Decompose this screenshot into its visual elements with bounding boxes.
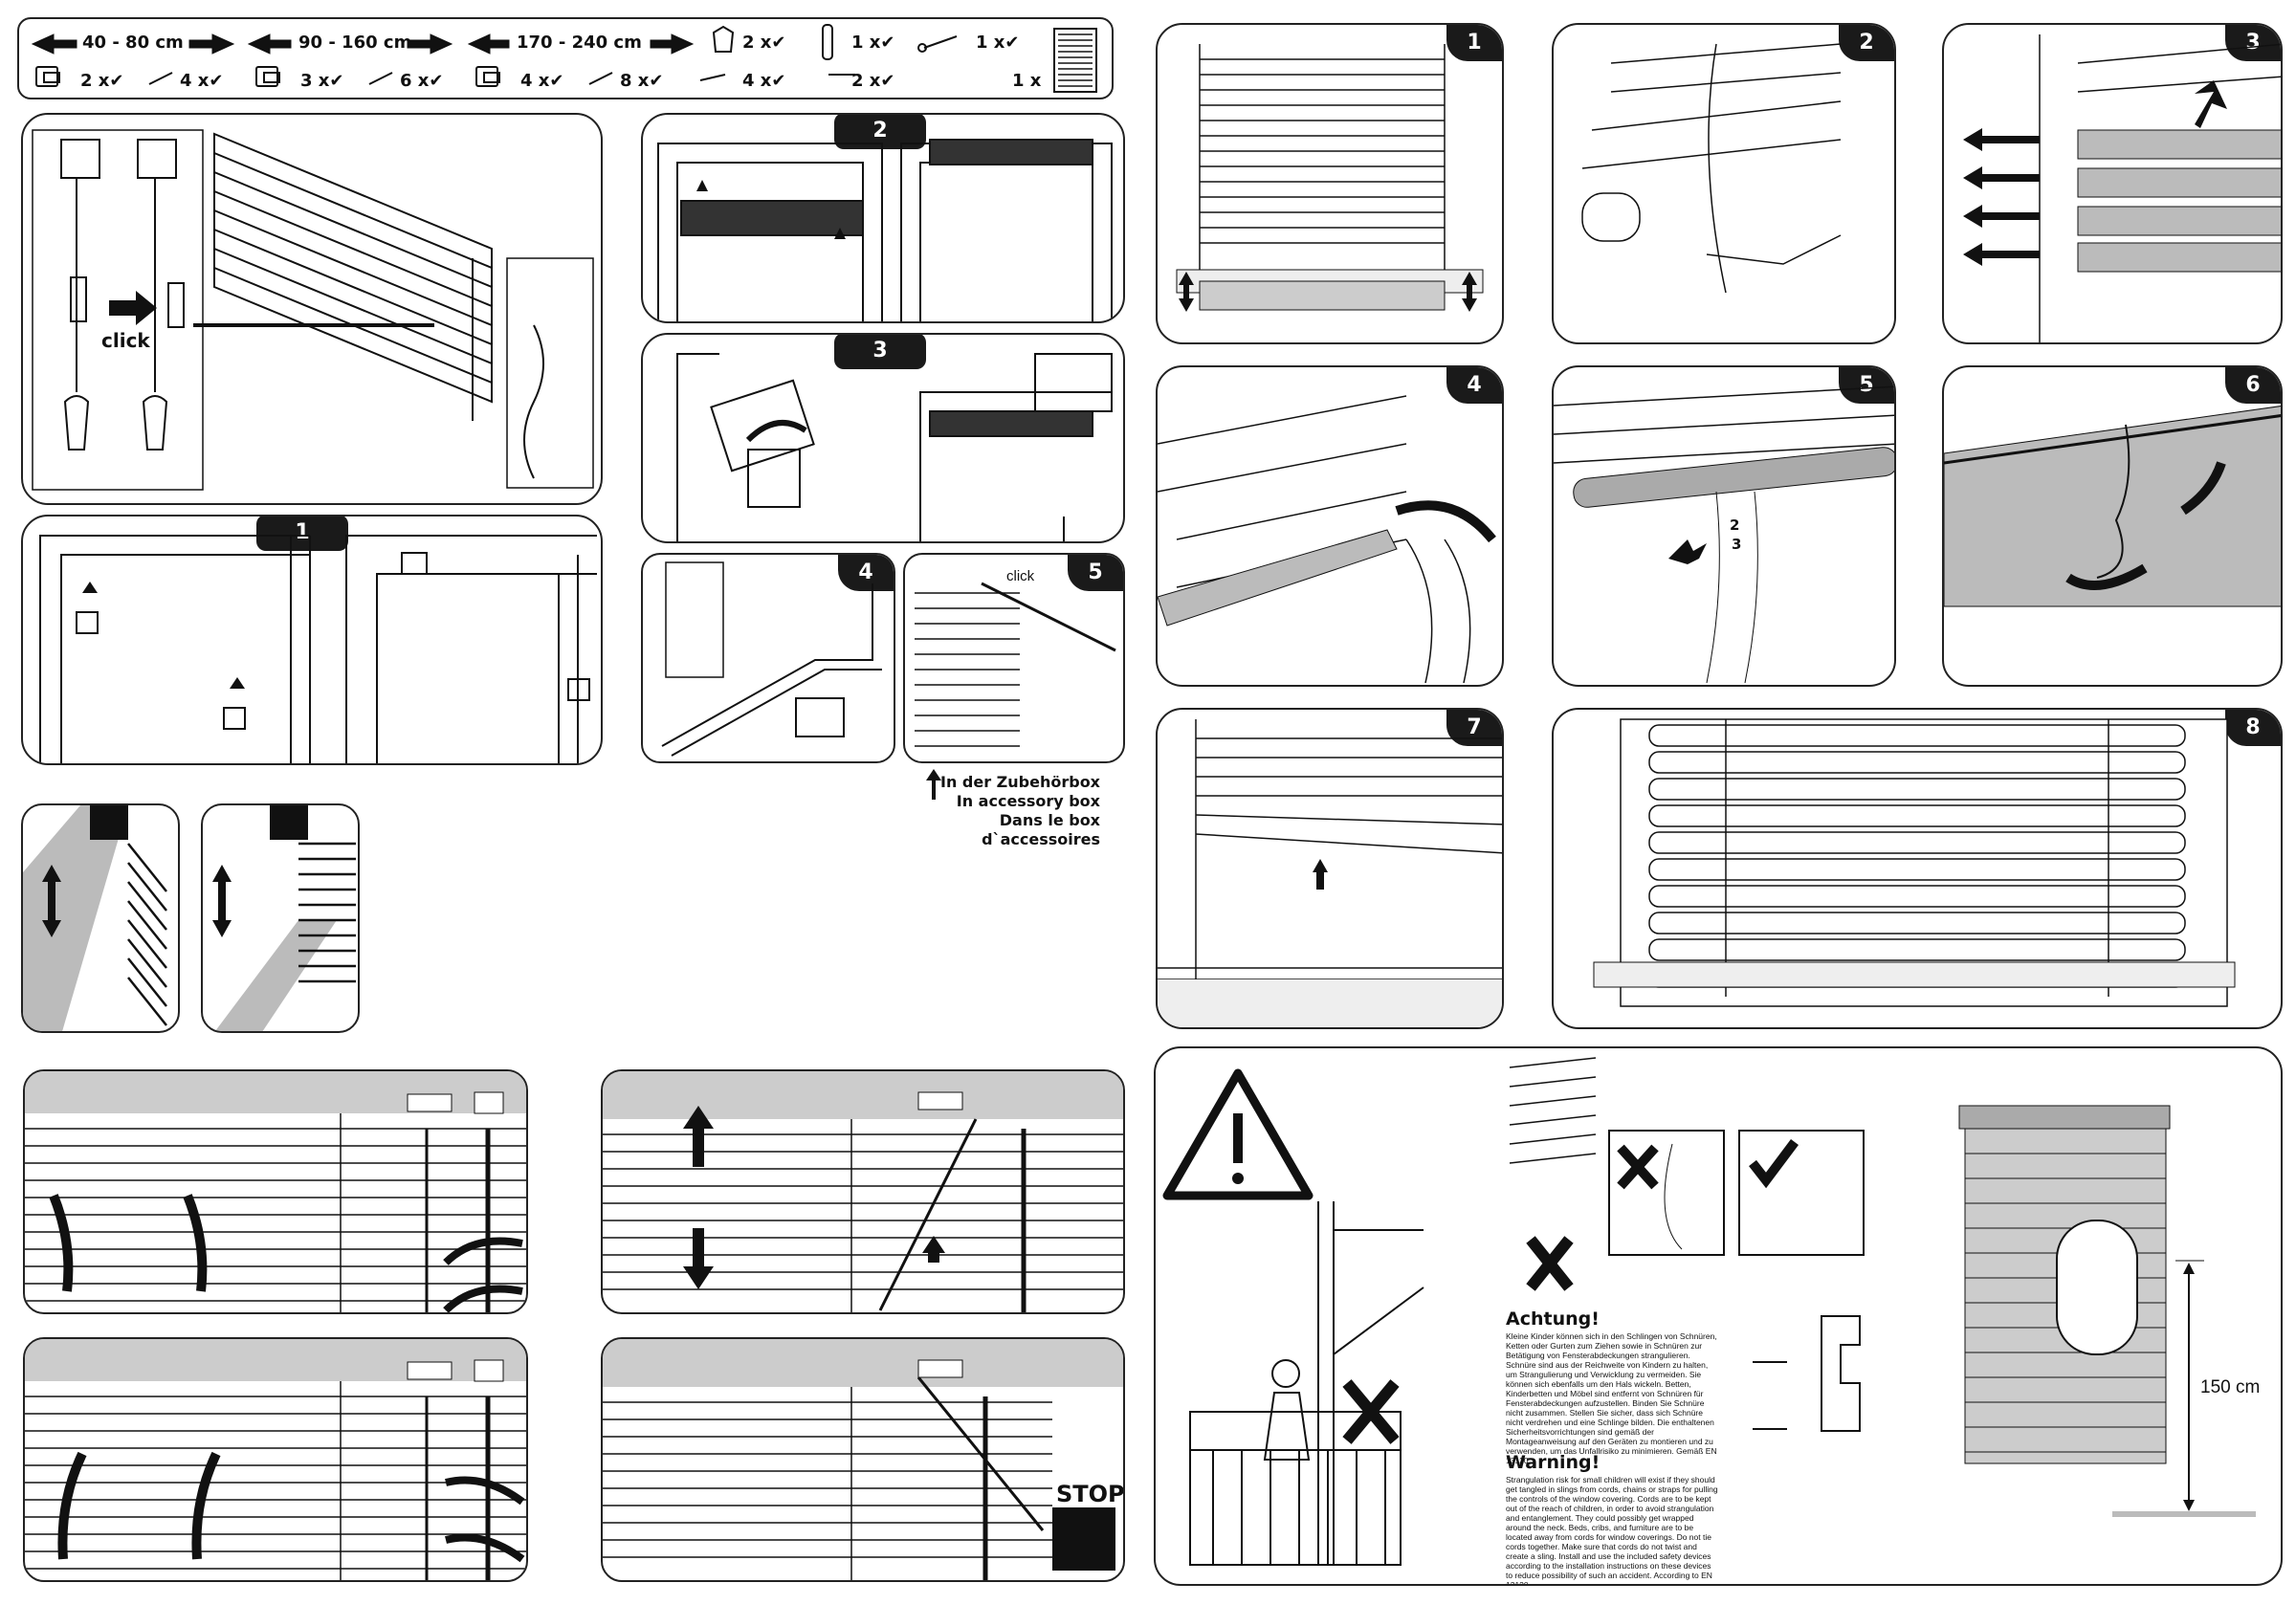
step-badge-3: 3 <box>834 335 926 369</box>
pin2-qty: 2 x✔ <box>851 71 895 91</box>
operation-raise-lower-panel <box>601 1069 1125 1314</box>
step-badge-s5: 5 <box>1839 367 1894 404</box>
accessory-fr: Dans le box d`accessoires <box>982 811 1100 848</box>
shorten-step-2-panel: 2 <box>1552 23 1896 344</box>
shorten-step-5-panel: 5 2 3 <box>1552 365 1896 687</box>
step-badge-s8: 8 <box>2225 710 2281 746</box>
tilt-panel-a <box>21 803 180 1033</box>
bottom-rail-illustration <box>1158 395 1496 684</box>
hold-down-bracket-illustration <box>661 561 882 757</box>
stop-illustration <box>603 1339 1123 1580</box>
achtung-body: Kleine Kinder können sich in den Schling… <box>1506 1331 1717 1465</box>
step-badge-5: 5 <box>1068 555 1123 591</box>
blind-qty: 1 x <box>1012 71 1042 91</box>
accessory-de: In der Zubehörbox <box>939 773 1100 791</box>
parts-list-header: 40 - 80 cm 90 - 160 cm 170 - 240 cm 2 x✔… <box>17 17 1114 99</box>
clip-qty: 2 x✔ <box>742 33 786 53</box>
wand-attach-illustration <box>915 582 1116 747</box>
operation-tilt-up-panel <box>23 1337 528 1582</box>
measure-blind-illustration <box>1176 44 1484 312</box>
pin-qty: 1 x✔ <box>851 33 895 53</box>
medium-screws-qty: 6 x✔ <box>400 71 444 91</box>
large-screws-qty: 8 x✔ <box>620 71 664 91</box>
step-badge-s1: 1 <box>1446 25 1502 61</box>
range-large: 170 - 240 cm <box>517 33 642 53</box>
clip-screws-qty: 4 x✔ <box>742 71 786 91</box>
step-badge-s4: 4 <box>1446 367 1502 404</box>
tilt-down-illustration <box>25 1071 526 1312</box>
step-badge-s3: 3 <box>2225 25 2281 61</box>
mount-step-2-panel: 2 <box>641 113 1125 323</box>
reattach-rail-illustration <box>1158 719 1502 1027</box>
range-medium: 90 - 160 cm <box>298 33 412 53</box>
remove-slats-illustration <box>1963 34 2281 342</box>
ladder-mark-2: 2 <box>1730 517 1740 534</box>
valance-clip-illustration <box>676 353 1113 541</box>
small-brackets-qty: 2 x✔ <box>80 71 124 91</box>
medium-brackets-qty: 3 x✔ <box>300 71 344 91</box>
raise-lower-illustration <box>603 1071 1123 1312</box>
warning-title: Warning! <box>1506 1452 1601 1473</box>
up-arrow-icon <box>932 773 936 800</box>
step-badge-4: 4 <box>838 555 894 591</box>
parts-icons <box>31 24 1097 93</box>
remove-plugs-illustration <box>1581 43 1842 294</box>
large-brackets-qty: 4 x✔ <box>520 71 564 91</box>
mount-step-4-panel: 4 <box>641 553 895 763</box>
stop-label: STOP <box>1056 1481 1125 1507</box>
accessory-en: In accessory box <box>956 792 1100 810</box>
achtung-title: Achtung! <box>1506 1308 1600 1330</box>
range-small: 40 - 80 cm <box>82 33 184 53</box>
knot-cord-illustration <box>1944 406 2281 607</box>
headrail-insert-illustration <box>657 139 1113 321</box>
tilt-illustration-b <box>212 805 356 1031</box>
shorten-step-4-panel: 4 <box>1156 365 1504 687</box>
step-badge-s7: 7 <box>1446 710 1502 746</box>
step-badge-s2: 2 <box>1839 25 1894 61</box>
shorten-step-7-panel: 7 <box>1156 708 1504 1029</box>
small-screws-qty: 4 x✔ <box>180 71 224 91</box>
tilt-panel-b <box>201 803 360 1033</box>
safety-warning-panel: Achtung! Kleine Kinder können sich in de… <box>1154 1046 2283 1586</box>
height-label: 150 cm <box>2200 1377 2261 1397</box>
accessory-legend: In der Zubehörbox In accessory box Dans … <box>911 769 1100 849</box>
operation-tilt-down-panel <box>23 1069 528 1314</box>
overview-panel: click <box>21 113 603 505</box>
warning-body: Strangulation risk for small children wi… <box>1506 1475 1718 1586</box>
wand-qty: 1 x✔ <box>976 33 1020 53</box>
shorten-step-1-panel: 1 <box>1156 23 1504 344</box>
ladder-mark-3: 3 <box>1732 536 1742 553</box>
warning-illustrations <box>1162 1057 2256 1566</box>
shorten-step-3-panel: 3 <box>1942 23 2283 344</box>
up-arrow-head-icon <box>926 769 941 781</box>
tilt-illustration-a <box>23 805 167 1031</box>
mount-step-1-panel: 1 <box>21 515 603 765</box>
finished-blind-illustration <box>1593 718 2236 1007</box>
operation-stop-panel: STOP <box>601 1337 1125 1582</box>
overview-illustration <box>32 129 594 491</box>
bracket-mount-illustration <box>39 535 597 763</box>
mount-step-5-panel: 5 click <box>903 553 1125 763</box>
click-burst-label: click <box>1006 568 1035 584</box>
step-badge-s6: 6 <box>2225 367 2281 404</box>
warning-triangle-icon <box>1162 1068 1314 1200</box>
click-label: click <box>101 329 150 352</box>
shorten-step-8-panel: 8 <box>1552 708 2283 1029</box>
step-badge-1: 1 <box>256 517 348 551</box>
tilt-up-illustration <box>25 1339 526 1580</box>
mount-step-3-panel: 3 <box>641 333 1125 543</box>
cut-ladder-illustration <box>1554 385 1894 684</box>
shorten-step-6-panel: 6 <box>1942 365 2283 687</box>
